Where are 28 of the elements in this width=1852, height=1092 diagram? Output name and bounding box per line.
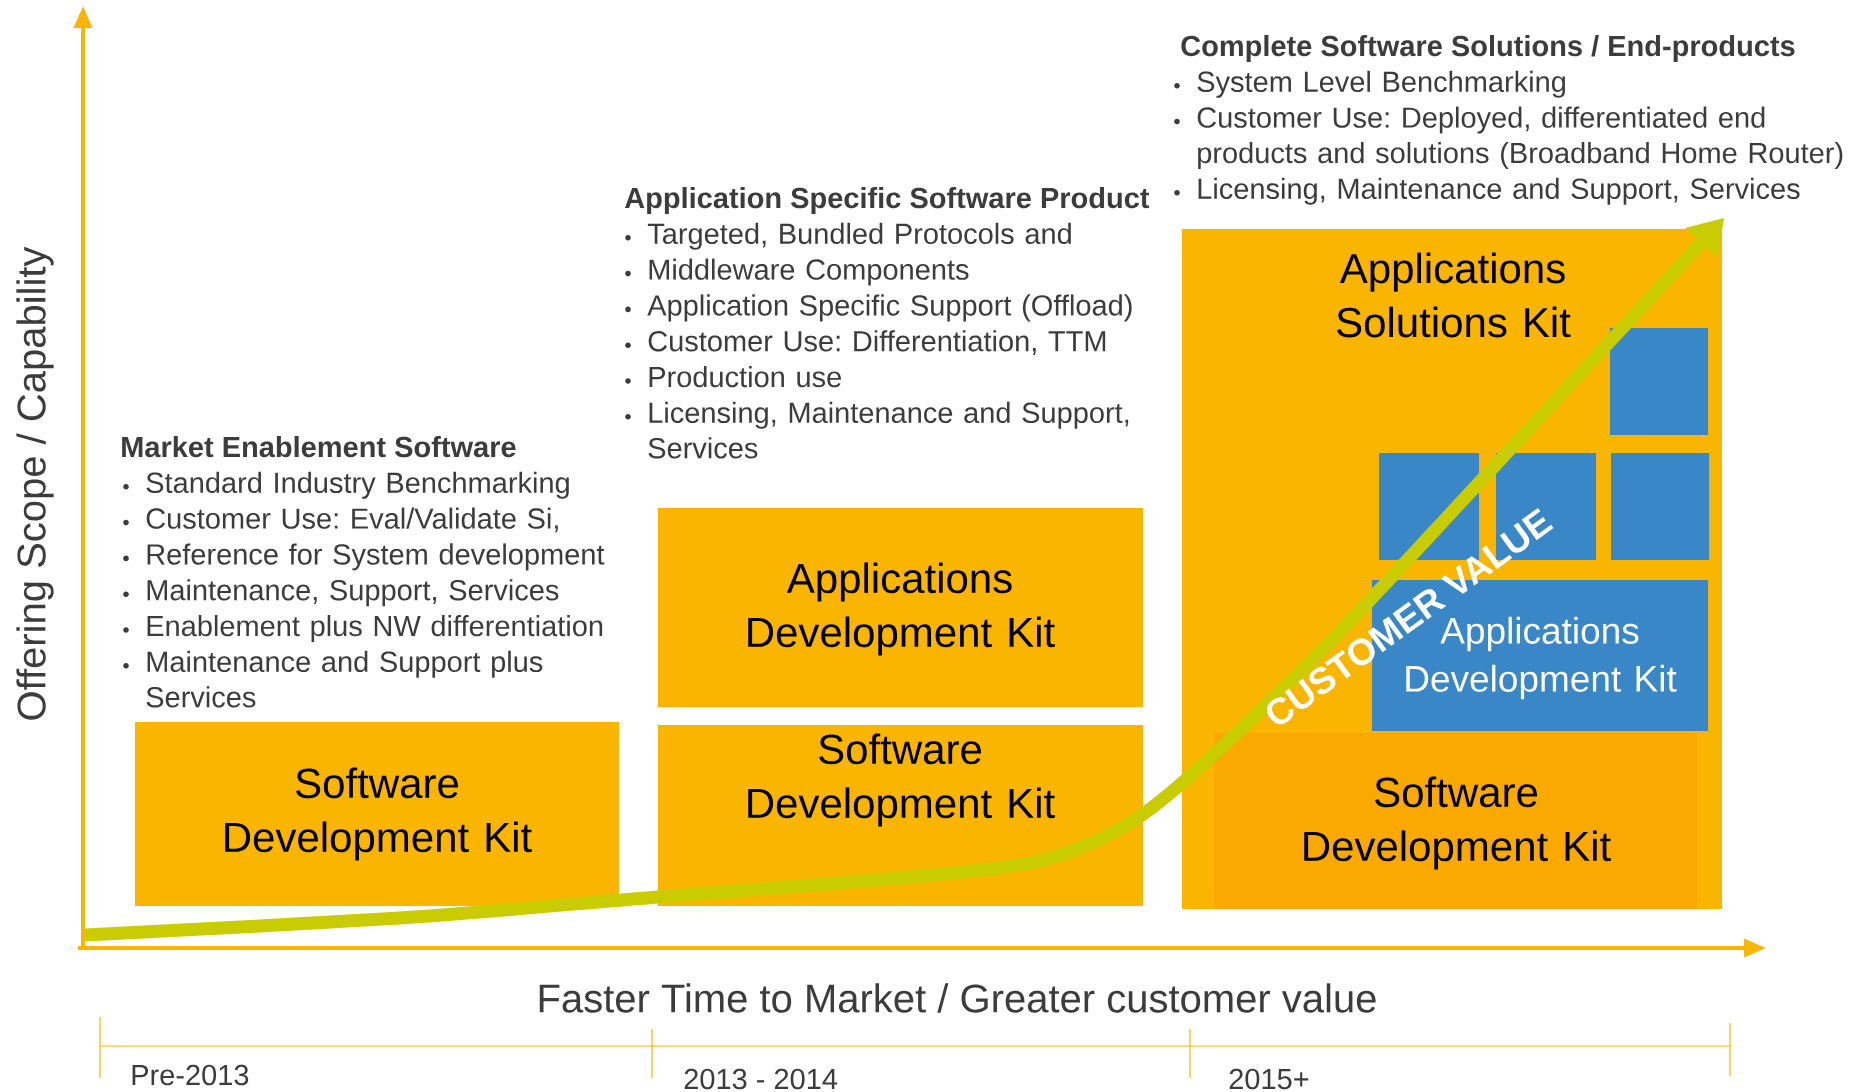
kit-box: Applications Development Kit <box>658 508 1143 707</box>
bullet-text: Application Specific Support (Offload) <box>647 294 1132 322</box>
bullet-text: Customer Use: Eval/Validate Si, <box>146 507 558 533</box>
bullet-text: Customer Use: Differentiation, TTM <box>648 330 1106 355</box>
axis-label: Offering Scope / Capability <box>16 246 54 720</box>
section-heading: Complete Software Solutions / End-products <box>1181 34 1795 62</box>
bullet-text: Reference for System development <box>147 543 605 571</box>
bullet-text: Middleware Components <box>649 258 969 286</box>
period-label: 2013 - 2014 <box>684 1068 838 1090</box>
bullet-text: Licensing, Maintenance and Support, Services <box>1198 177 1800 205</box>
section-heading: Application Specific Software Product <box>624 186 1150 214</box>
section-heading: Market Enablement Software <box>122 435 516 458</box>
kit-box: Software Development Kit <box>658 725 1143 906</box>
square-block <box>1610 328 1708 435</box>
kit-box: Software Development Kit <box>1214 733 1697 909</box>
bullet-text: System Level Benchmarking <box>1197 70 1565 98</box>
bullet-text: Maintenance, Support, Services <box>147 579 559 607</box>
period-label: 2015+ <box>1229 1068 1309 1090</box>
period-label: Pre-2013 <box>132 1064 249 1086</box>
bullet-text: Targeted, Bundled Protocols and <box>647 222 1071 250</box>
bullet-text: Standard Industry Benchmarking <box>146 471 569 499</box>
square-block <box>1611 453 1709 560</box>
bullet-text: Licensing, Maintenance and Support, Services <box>648 401 1129 459</box>
kit-box: Software Development Kit <box>135 722 619 906</box>
bullet-text: Production use <box>649 365 841 388</box>
bullet-text: Customer Use: Deployed, differentiated end products and solutions (Broadband Home Router) <box>1197 106 1843 169</box>
axis-label: Faster Time to Market / Greater customer value <box>539 983 1376 1013</box>
bullet-text: Enablement plus NW differentiation <box>147 614 603 642</box>
